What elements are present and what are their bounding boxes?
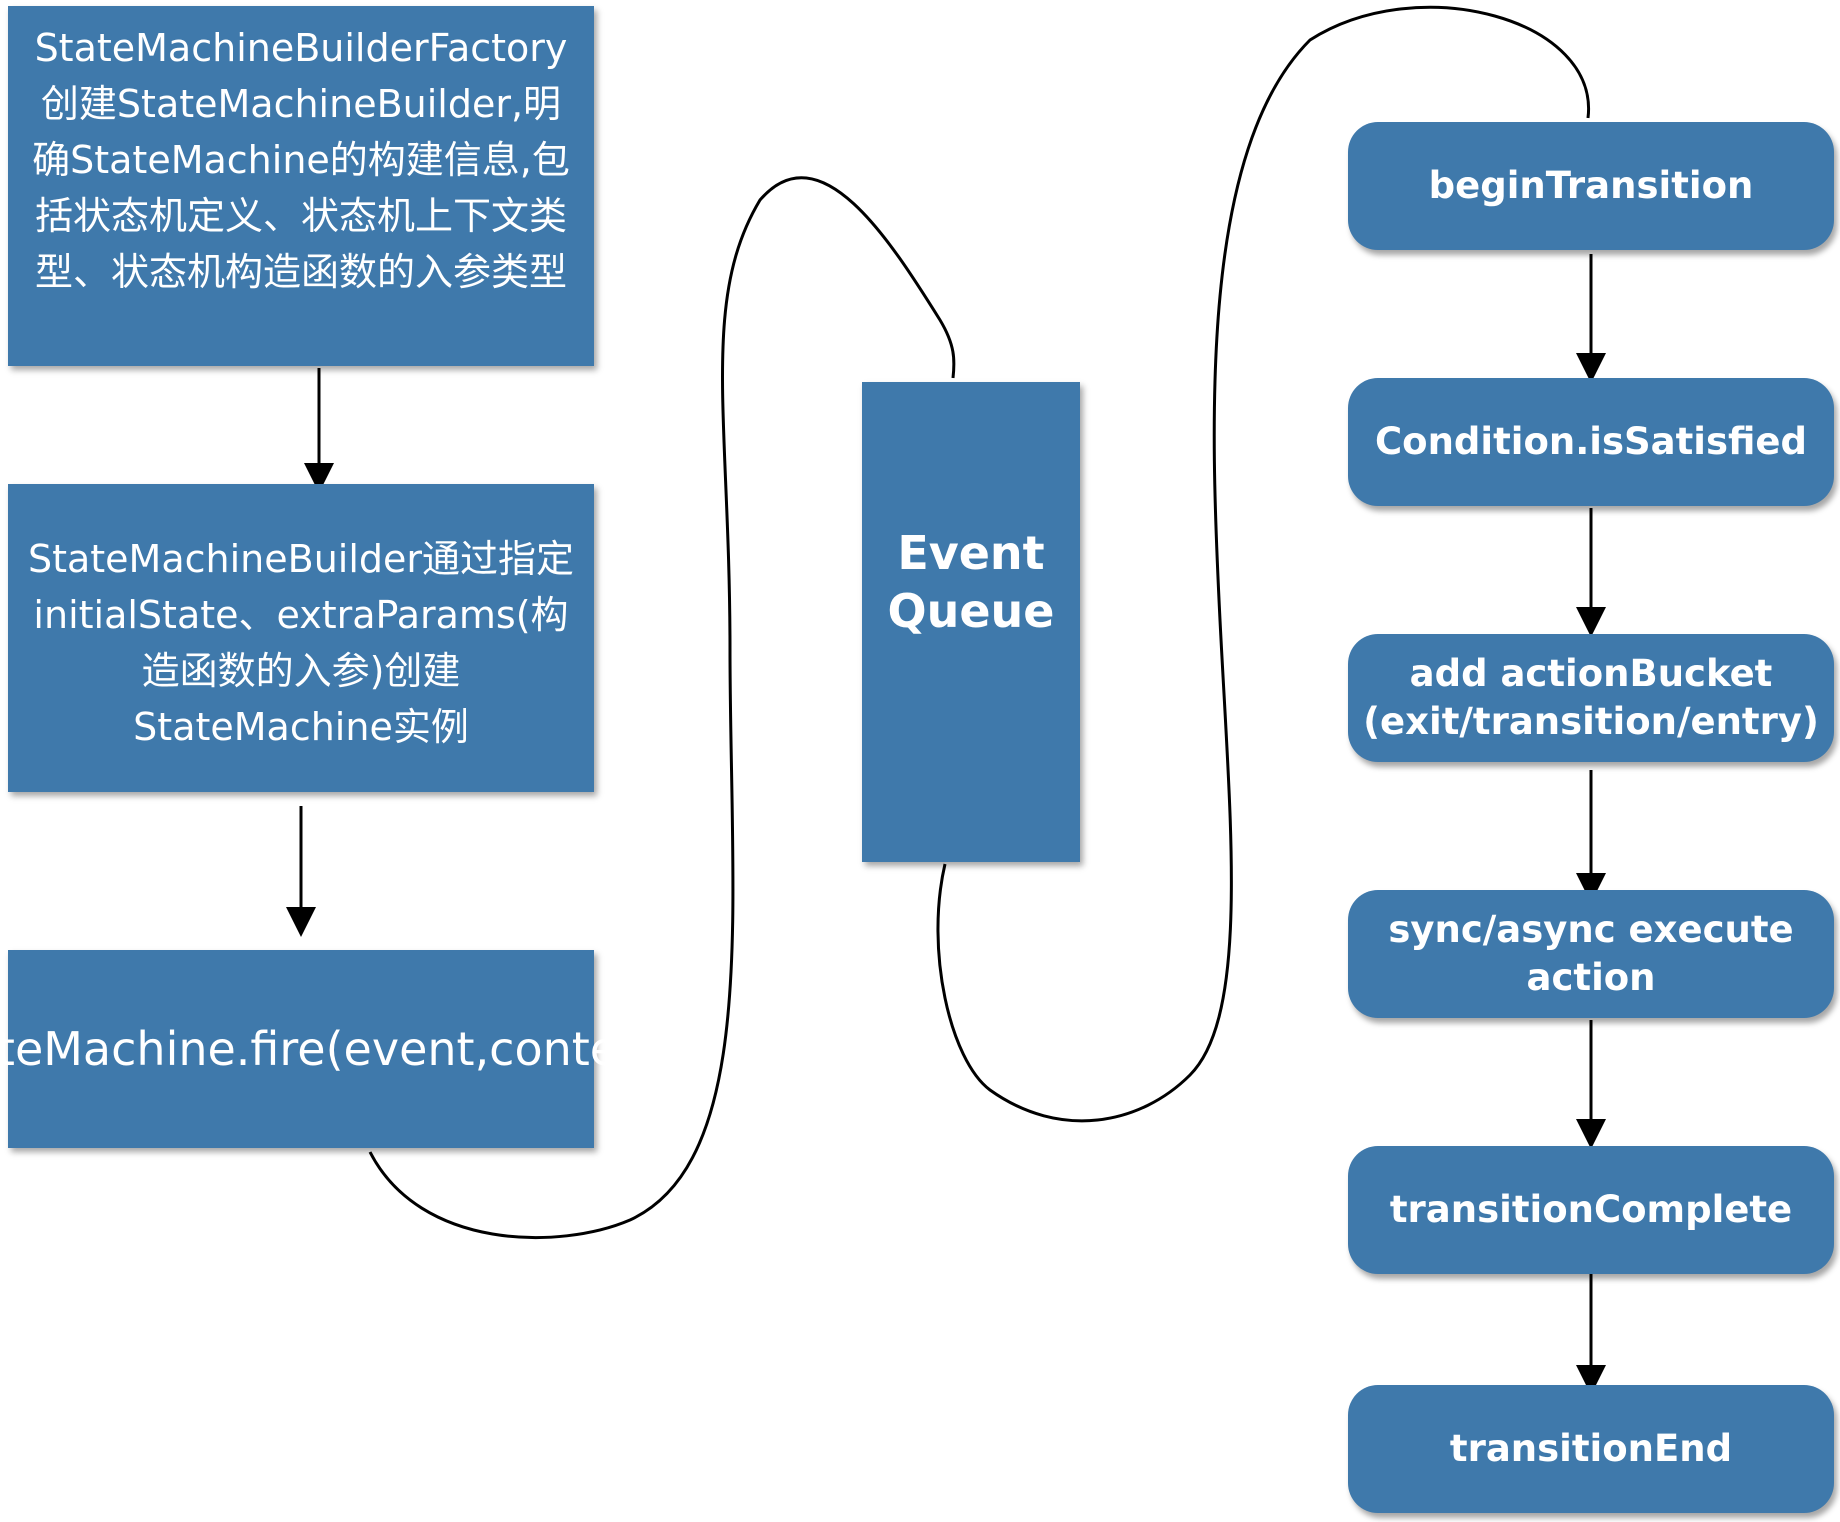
- event-queue-box: Event Queue: [862, 382, 1080, 862]
- fire-text: StateMachine.fire(event,context): [0, 1022, 681, 1076]
- builder-create-statemachine-box: StateMachineBuilder通过指定initialState、extr…: [8, 484, 594, 792]
- statemachine-fire-box: StateMachine.fire(event,context): [0, 950, 681, 1148]
- step-label: sync/async execute action: [1388, 908, 1794, 999]
- step-label: transitionComplete: [1389, 1188, 1793, 1231]
- step-transition-complete: transitionComplete: [1348, 1146, 1834, 1274]
- step-label: transitionEnd: [1449, 1427, 1733, 1470]
- step-label: Condition.isSatisfied: [1375, 420, 1807, 463]
- step-begin-transition: beginTransition: [1348, 122, 1834, 250]
- curve-event-queue-to-begin: [936, 5, 1590, 1123]
- step-label: add actionBucket (exit/transition/entry): [1363, 652, 1819, 743]
- builder-create-text: StateMachineBuilder通过指定initialState、extr…: [27, 537, 575, 749]
- builder-factory-box: StateMachineBuilderFactory创建StateMachine…: [8, 6, 594, 366]
- event-queue-text: Event Queue: [887, 526, 1055, 638]
- builder-factory-text: StateMachineBuilderFactory创建StateMachine…: [32, 26, 570, 294]
- step-add-action-bucket: add actionBucket (exit/transition/entry): [1348, 634, 1834, 762]
- step-execute-action: sync/async execute action: [1348, 890, 1834, 1018]
- step-transition-end: transitionEnd: [1348, 1385, 1834, 1513]
- curve-fire-to-event-queue: [368, 176, 956, 1240]
- step-label: beginTransition: [1428, 164, 1754, 207]
- step-condition-is-satisfied: Condition.isSatisfied: [1348, 378, 1834, 506]
